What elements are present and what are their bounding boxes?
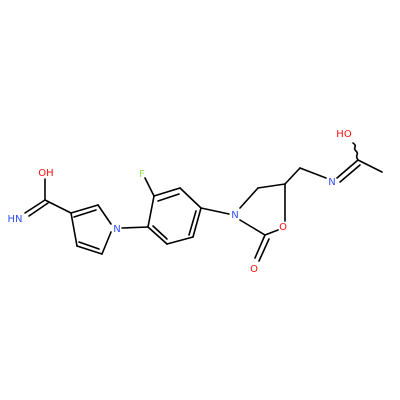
bond xyxy=(336,159,359,179)
atom-labels: OH HN N F N O O N HO xyxy=(8,129,352,275)
wavy-bond xyxy=(352,142,359,161)
bond xyxy=(121,226,149,229)
oh-amide-label: OH xyxy=(38,168,53,179)
bond xyxy=(339,164,361,183)
bond xyxy=(97,204,112,225)
bond xyxy=(70,212,78,247)
bond xyxy=(147,195,155,228)
bond xyxy=(147,226,168,245)
amide-n-label: N xyxy=(328,177,335,188)
bond xyxy=(76,245,103,255)
bond xyxy=(101,231,112,255)
fluorine-label: F xyxy=(139,169,145,180)
oh-acetyl-label: HO xyxy=(336,129,352,140)
ring-o-label: O xyxy=(279,222,287,233)
bond xyxy=(200,207,230,215)
bond-group xyxy=(24,142,383,262)
pyrrole-n-label: N xyxy=(113,224,120,235)
bond xyxy=(153,187,181,197)
bond xyxy=(258,238,270,262)
bond xyxy=(239,219,266,236)
bond xyxy=(239,187,259,209)
bond xyxy=(192,207,202,238)
bond xyxy=(357,159,383,173)
imine-n-label: HN xyxy=(8,214,23,225)
bond xyxy=(78,241,100,250)
oxazolidinone-n-label: N xyxy=(231,210,238,221)
bond xyxy=(257,183,286,189)
bond xyxy=(264,229,279,236)
bond xyxy=(188,210,197,236)
bond xyxy=(254,234,266,259)
bond xyxy=(179,187,202,209)
carbonyl-o-label: O xyxy=(250,264,258,275)
bond xyxy=(144,177,155,197)
bond xyxy=(299,167,327,179)
bond xyxy=(70,204,99,214)
bond xyxy=(166,236,194,245)
bond xyxy=(73,209,97,218)
bond xyxy=(284,167,301,185)
bond xyxy=(24,199,46,214)
bond xyxy=(157,193,180,202)
bond xyxy=(28,202,49,217)
bond xyxy=(152,225,168,240)
bond xyxy=(44,199,72,214)
